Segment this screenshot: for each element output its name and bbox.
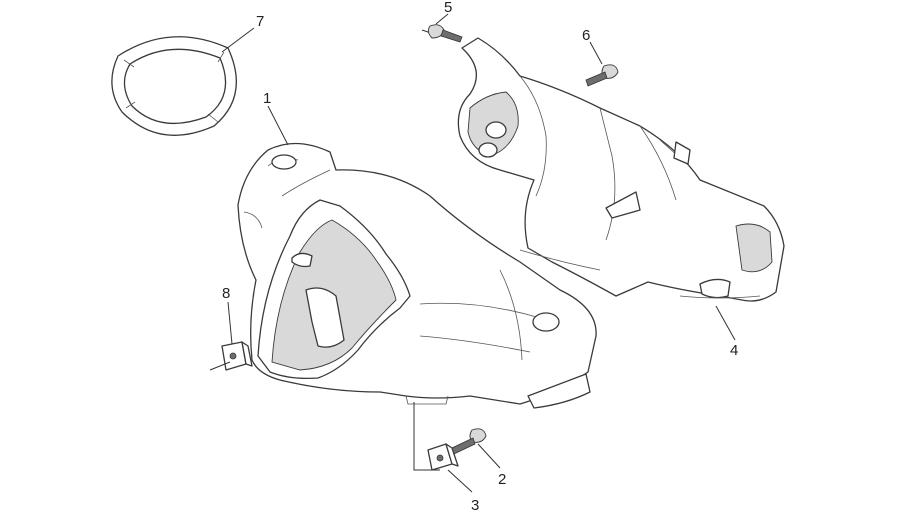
part-5-screw [421, 24, 463, 43]
callout-5: 5 [444, 0, 452, 16]
leader-2 [477, 443, 501, 469]
leader-8 [227, 301, 233, 345]
leader-4 [715, 305, 736, 341]
callout-6: 6 [582, 27, 590, 44]
leader-6 [589, 41, 603, 65]
leader-3 [447, 469, 473, 493]
part-1-front-handlebar-cover [237, 142, 597, 409]
part-2-screw [451, 428, 487, 455]
leader-5 [435, 13, 449, 25]
leader-7 [221, 27, 255, 53]
callout-2: 2 [498, 471, 506, 488]
part-4-rear-handlebar-cover [457, 37, 785, 302]
part-3-nut-clip [427, 443, 459, 471]
callout-1: 1 [263, 90, 271, 107]
part-8-nut-clip [209, 341, 253, 371]
callout-labels: 1 2 3 4 5 6 7 8 [222, 0, 738, 513]
leader-lines [221, 13, 736, 493]
part-7-bezel-ring [111, 36, 237, 136]
callout-7: 7 [256, 13, 264, 30]
leader-1 [267, 105, 289, 146]
part-6-screw [585, 64, 619, 87]
callout-4: 4 [730, 342, 738, 359]
leader-3a [413, 402, 440, 471]
callout-8: 8 [222, 285, 230, 302]
callout-3: 3 [471, 497, 479, 513]
